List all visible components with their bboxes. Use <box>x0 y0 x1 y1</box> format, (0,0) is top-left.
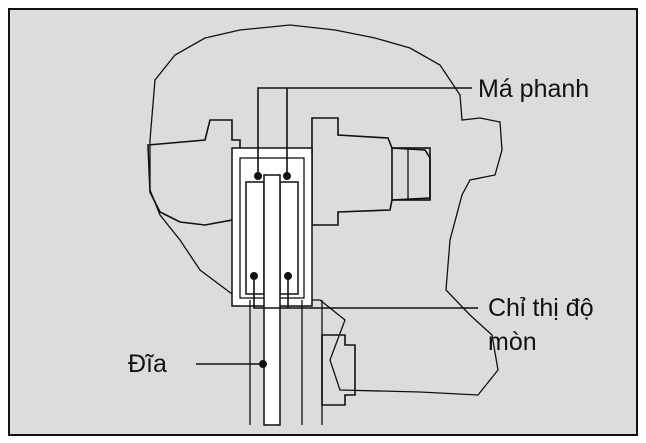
disc-rotor <box>263 174 281 426</box>
diagram-frame <box>8 8 638 436</box>
mounting-bracket <box>321 334 356 406</box>
marker-wear-indicator-left <box>250 272 258 280</box>
label-wear-indicator-line2: mòn <box>488 328 537 356</box>
label-brake-pad: Má phanh <box>478 75 589 103</box>
marker-brake-pad-right <box>283 172 291 180</box>
leader-wear-indicator-left <box>253 276 478 309</box>
label-disc: Đĩa <box>128 350 167 378</box>
marker-brake-pad-left <box>254 172 262 180</box>
marker-disc <box>259 360 267 368</box>
marker-wear-indicator-right <box>284 272 292 280</box>
leader-brake-pad-left <box>257 87 472 176</box>
piston-cap <box>391 147 431 201</box>
label-wear-indicator-line1: Chỉ thị độ <box>488 294 594 322</box>
